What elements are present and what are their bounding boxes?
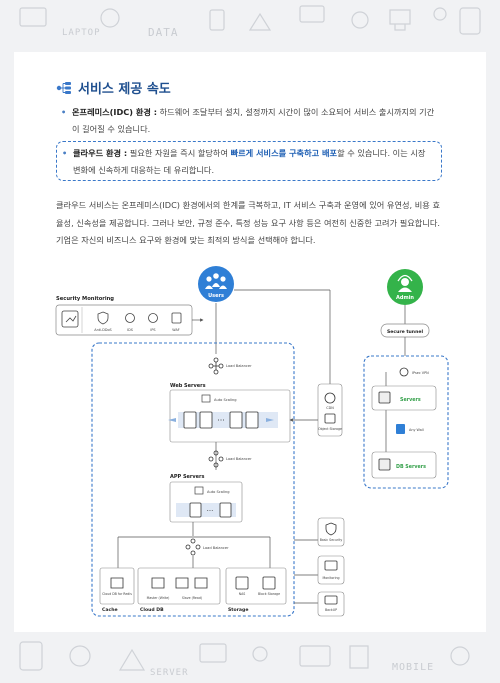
servers-box bbox=[371, 385, 437, 411]
decor-icons bbox=[19, 5, 481, 35]
monitoring-icon bbox=[324, 560, 338, 571]
redis-label: Cloud DB for Redis bbox=[102, 592, 132, 596]
cdn-label: CDN bbox=[326, 406, 334, 410]
db-servers-label: DB Servers bbox=[396, 464, 426, 470]
svg-text:···: ··· bbox=[217, 416, 225, 425]
ids-icon bbox=[125, 313, 135, 323]
master-db-label: Master (Write) bbox=[147, 596, 170, 600]
monitoring-box bbox=[317, 555, 345, 585]
basic-security-label: Basic Security bbox=[320, 538, 343, 542]
ips-icon bbox=[148, 313, 158, 323]
background-band-top: LAPTOP DATA bbox=[0, 0, 500, 52]
cache-group bbox=[99, 567, 135, 605]
secure-tunnel-label: Secure tunnel bbox=[387, 329, 424, 335]
admin-label: Admin bbox=[396, 295, 414, 301]
nas-label: NAS bbox=[239, 592, 246, 596]
decor-word: DATA bbox=[148, 26, 179, 39]
object-storage-label: Object Storage bbox=[318, 427, 342, 431]
load-balancer-label: Load Balancer bbox=[226, 364, 252, 368]
bullet-item-onpremise: • 온프레미스(IDC) 환경 : 하드웨어 조달부터 설치, 설정까지 시간이… bbox=[56, 104, 440, 138]
load-balancer-label: Load Balancer bbox=[226, 457, 252, 461]
slave-db-icon bbox=[175, 577, 208, 589]
background-band-left bbox=[0, 52, 14, 632]
bullet-term: 클라우드 환경 : bbox=[73, 148, 128, 158]
cloud-db-title: Cloud DB bbox=[140, 607, 164, 613]
sec-item-label: Anti-DDoS bbox=[94, 328, 111, 332]
firewall-label: Any Wall bbox=[409, 428, 424, 432]
monitor-shield-icon bbox=[61, 310, 79, 328]
servers-label: Servers bbox=[400, 397, 421, 403]
section-heading: 서비스 제공 속도 bbox=[56, 78, 171, 97]
app-servers-title: APP Servers bbox=[170, 474, 205, 480]
secure-tunnel-pill bbox=[380, 323, 430, 338]
cache-title: Cache bbox=[102, 607, 118, 613]
master-db-icon bbox=[151, 577, 165, 589]
redis-icon bbox=[110, 577, 124, 589]
backup-label: BackUP bbox=[325, 608, 337, 612]
vpn-icon bbox=[399, 367, 409, 377]
block-storage-icon bbox=[262, 576, 276, 590]
ipsec-vpn-label: IPsec VPN bbox=[412, 371, 429, 375]
waf-icon bbox=[171, 312, 182, 324]
bullet-item-cloud: • 클라우드 환경 : 필요한 자원을 즉시 할당하여 빠르게 서비스를 구축하… bbox=[57, 145, 435, 179]
security-monitoring-title: Security Monitoring bbox=[56, 296, 114, 302]
admin-icon bbox=[387, 269, 423, 305]
web-server-icons bbox=[183, 411, 259, 429]
sec-item-label: IDS bbox=[127, 328, 133, 332]
db-servers-box bbox=[371, 451, 437, 479]
cloud-db-group bbox=[137, 567, 221, 605]
sec-item-label: IPS bbox=[150, 328, 155, 332]
svg-text:···: ··· bbox=[207, 507, 214, 515]
backup-icon bbox=[324, 595, 338, 605]
cdn-icon bbox=[324, 392, 336, 404]
bullet-list: • 온프레미스(IDC) 환경 : 하드웨어 조달부터 설치, 설정까지 시간이… bbox=[56, 104, 440, 138]
block-storage-label: Block Storage bbox=[258, 592, 280, 596]
auto-scaling-label: Auto Scaling bbox=[214, 398, 237, 402]
bullet-text: 하드웨어 조달부터 설치, 설정까지 시간이 많이 소요되어 서비스 출시까지의… bbox=[72, 107, 435, 134]
anti-ddos-icon bbox=[97, 311, 109, 325]
security-monitoring-box bbox=[55, 304, 193, 336]
users-icon bbox=[198, 266, 234, 302]
bullet-text: 필요한 자원을 즉시 할당하여 bbox=[127, 148, 231, 158]
highlight-box: • 클라우드 환경 : 필요한 자원을 즉시 할당하여 빠르게 서비스를 구축하… bbox=[56, 141, 442, 181]
firewall-icon bbox=[396, 424, 405, 434]
load-balancer-icon bbox=[208, 357, 224, 375]
nas-icon bbox=[235, 576, 249, 590]
web-servers-title: Web Servers bbox=[170, 383, 206, 389]
section-title: 서비스 제공 속도 bbox=[78, 82, 171, 97]
shield-icon bbox=[325, 522, 337, 536]
network-icon bbox=[56, 81, 71, 94]
bullet-highlight: 빠르게 서비스를 구축하고 배포 bbox=[230, 148, 338, 158]
storage-group bbox=[225, 567, 287, 605]
app-servers-group bbox=[169, 481, 243, 523]
cdn-storage-box bbox=[317, 383, 343, 437]
slave-db-label: Slave (Read) bbox=[182, 596, 202, 600]
storage-title: Storage bbox=[228, 607, 248, 613]
backup-box bbox=[317, 591, 345, 617]
sec-item-label: WAF bbox=[172, 328, 179, 332]
decor-word: SERVER bbox=[150, 668, 189, 678]
bullet-dot: • bbox=[62, 148, 68, 158]
background-band-right bbox=[486, 52, 500, 632]
load-balancer-label: Load Balancer bbox=[203, 546, 229, 550]
background-band-bottom: MOBILE SERVER bbox=[0, 632, 500, 683]
bullet-text: 할 수 있습니다. 이는 시장 변화에 신속하게 대응하는 데 유리합니다. bbox=[73, 148, 426, 175]
admin-vpc-boundary bbox=[363, 355, 449, 489]
vpc-boundary bbox=[91, 342, 295, 617]
db-server-icon bbox=[378, 458, 391, 471]
decor-icons bbox=[19, 641, 470, 671]
decor-word: MOBILE bbox=[392, 662, 435, 673]
users-label: Users bbox=[208, 293, 224, 299]
monitoring-label: Monitoring bbox=[322, 576, 339, 580]
auto-scaling-label: Auto Scaling bbox=[207, 490, 230, 494]
body-paragraph: 클라우드 서비스는 온프레미스(IDC) 환경에서의 한계를 극복하고, IT … bbox=[56, 200, 440, 245]
web-servers-group bbox=[169, 389, 291, 443]
decor-word: LAPTOP bbox=[62, 28, 101, 38]
bullet-term: 온프레미스(IDC) 환경 : bbox=[72, 107, 158, 117]
basic-security-box bbox=[317, 517, 345, 547]
server-icon bbox=[378, 391, 391, 404]
bullet-dot: • bbox=[61, 107, 67, 117]
object-storage-icon bbox=[324, 413, 336, 424]
